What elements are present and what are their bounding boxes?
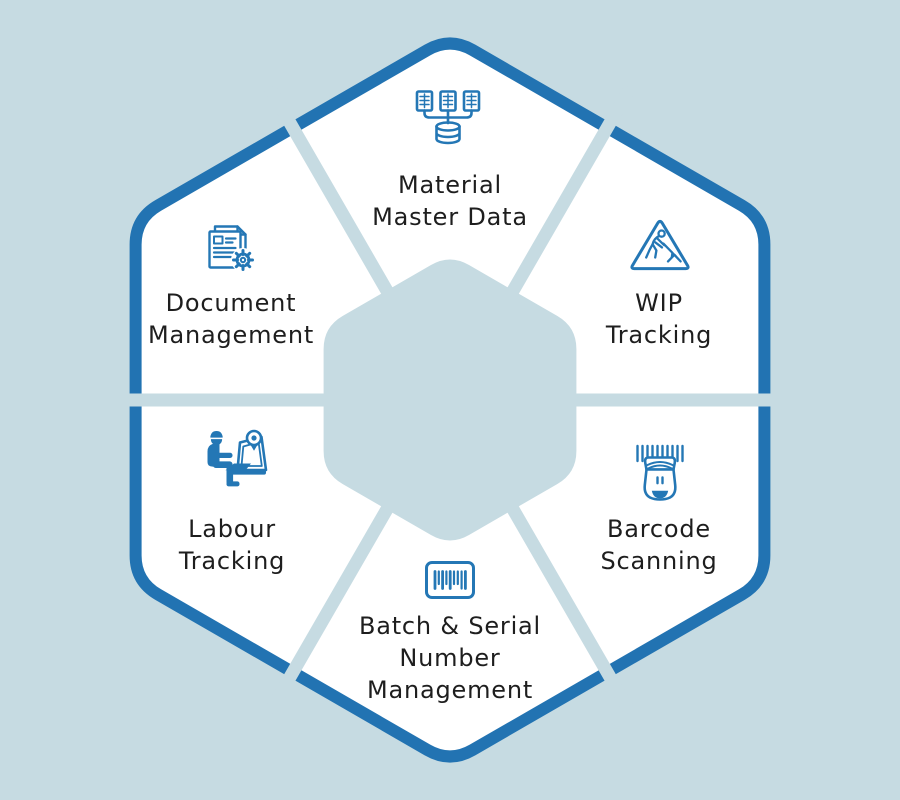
segment-label-document-management: Document Management bbox=[101, 287, 361, 351]
label-line: Management bbox=[147, 321, 315, 349]
label-line: Tracking bbox=[605, 321, 713, 349]
label-line: Number bbox=[399, 644, 501, 672]
label-line: Material bbox=[398, 171, 502, 199]
segment-label-labour-tracking: Labour Tracking bbox=[102, 513, 362, 577]
barcode-icon bbox=[425, 561, 475, 599]
label-line: Document bbox=[165, 289, 297, 317]
segment-label-batch-serial-number-management: Batch & Serial Number Management bbox=[290, 610, 610, 706]
label-line: Batch & Serial bbox=[358, 612, 542, 640]
label-line: Management bbox=[366, 676, 534, 704]
label-line: Master Data bbox=[372, 203, 528, 231]
segment-label-wip-tracking: WIP Tracking bbox=[529, 287, 789, 351]
label-line: WIP bbox=[635, 289, 683, 317]
document-gear-icon bbox=[208, 225, 255, 272]
label-line: Labour bbox=[188, 515, 276, 543]
label-line: Scanning bbox=[600, 547, 718, 575]
segment-label-barcode-scanning: Barcode Scanning bbox=[529, 513, 789, 577]
man-at-work-icon bbox=[630, 219, 690, 271]
label-line: Barcode bbox=[607, 515, 711, 543]
worker-at-laptop-icon bbox=[207, 429, 268, 487]
center-hexagon bbox=[323, 259, 577, 541]
segment-label-material-master-data: Material Master Data bbox=[300, 169, 600, 233]
label-line: Tracking bbox=[178, 547, 286, 575]
database-network-icon bbox=[415, 90, 481, 145]
barcode-scanner-icon bbox=[636, 444, 684, 501]
